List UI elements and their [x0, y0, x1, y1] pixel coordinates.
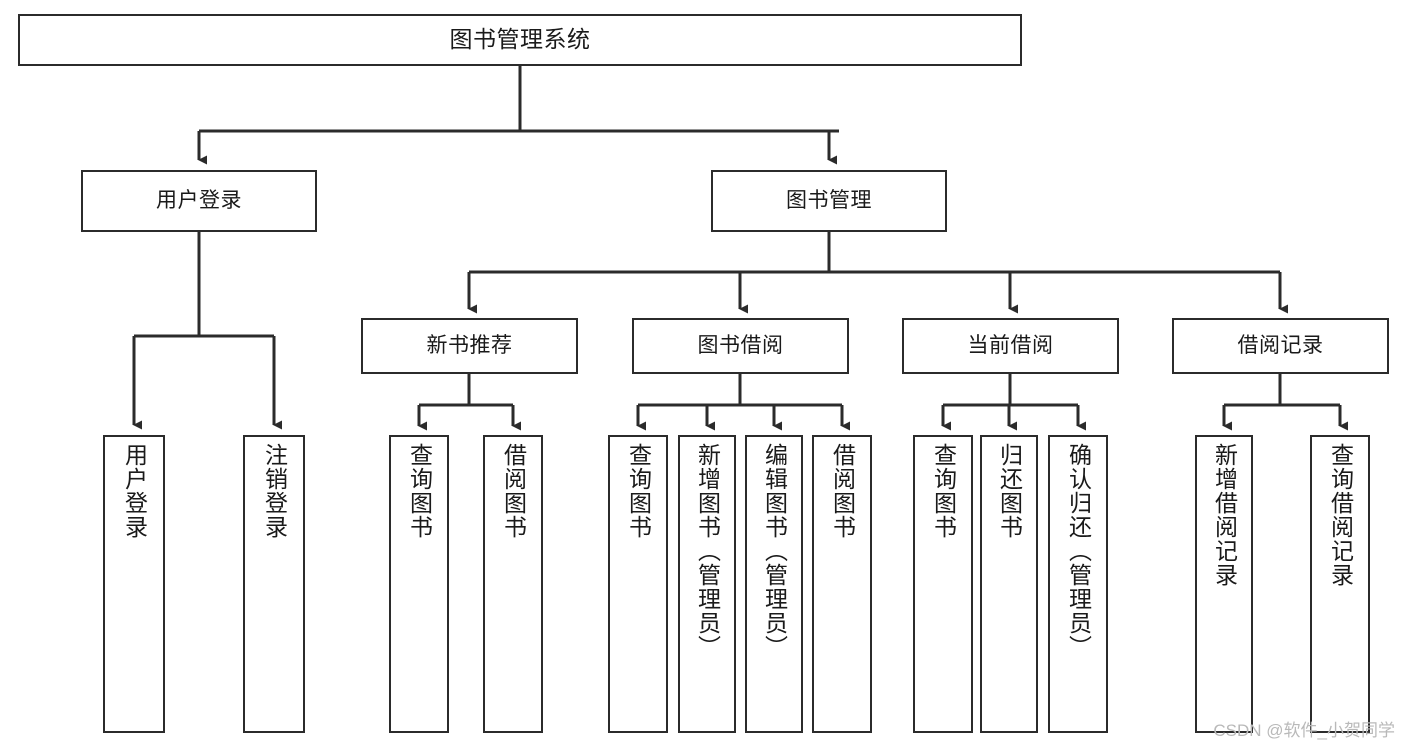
node-borrow-record[interactable]: 借阅记录 [1172, 318, 1389, 374]
node-new-book-recommend[interactable]: 新书推荐 [361, 318, 578, 374]
node-label: 确认归还（管理员） [1065, 443, 1092, 659]
leaf-query-borrow-record[interactable]: 查询借阅记录 [1310, 435, 1370, 733]
node-label: 图书管理系统 [449, 26, 591, 53]
leaf-user-login[interactable]: 用户登录 [103, 435, 165, 733]
leaf-add-book-admin[interactable]: 新增图书（管理员） [678, 435, 736, 733]
node-user-login[interactable]: 用户登录 [81, 170, 317, 232]
leaf-confirm-return-admin[interactable]: 确认归还（管理员） [1048, 435, 1108, 733]
leaf-borrow-book[interactable]: 借阅图书 [812, 435, 872, 733]
leaf-query-book-recommend[interactable]: 查询图书 [389, 435, 449, 733]
node-label: 新增图书（管理员） [694, 443, 721, 659]
leaf-query-book-current[interactable]: 查询图书 [913, 435, 973, 733]
node-label: 查询借阅记录 [1327, 443, 1354, 587]
node-label: 编辑图书（管理员） [761, 443, 788, 659]
node-label: 注销登录 [261, 443, 288, 539]
node-label: 新书推荐 [426, 334, 513, 358]
node-label: 查询图书 [625, 443, 652, 539]
node-current-borrow[interactable]: 当前借阅 [902, 318, 1119, 374]
node-label: 图书管理 [786, 189, 872, 213]
node-label: 用户登录 [156, 189, 242, 213]
node-label: 新增借阅记录 [1211, 443, 1238, 587]
node-label: 当前借阅 [967, 334, 1054, 358]
leaf-edit-book-admin[interactable]: 编辑图书（管理员） [745, 435, 803, 733]
leaf-query-book-borrow[interactable]: 查询图书 [608, 435, 668, 733]
node-label: 借阅图书 [829, 443, 856, 539]
node-label: 图书借阅 [697, 334, 784, 358]
node-book-management[interactable]: 图书管理 [711, 170, 947, 232]
node-label: 用户登录 [121, 443, 148, 539]
node-label: 借阅记录 [1237, 334, 1324, 358]
leaf-borrow-book-recommend[interactable]: 借阅图书 [483, 435, 543, 733]
node-label: 查询图书 [930, 443, 957, 539]
node-label: 借阅图书 [500, 443, 527, 539]
leaf-logout[interactable]: 注销登录 [243, 435, 305, 733]
node-book-borrow[interactable]: 图书借阅 [632, 318, 849, 374]
node-label: 归还图书 [996, 443, 1023, 539]
watermark-credit: CSDN @软件_小贺同学 [1213, 721, 1395, 740]
node-root-system[interactable]: 图书管理系统 [18, 14, 1022, 66]
leaf-return-book[interactable]: 归还图书 [980, 435, 1038, 733]
leaf-add-borrow-record[interactable]: 新增借阅记录 [1195, 435, 1253, 733]
node-label: 查询图书 [406, 443, 433, 539]
